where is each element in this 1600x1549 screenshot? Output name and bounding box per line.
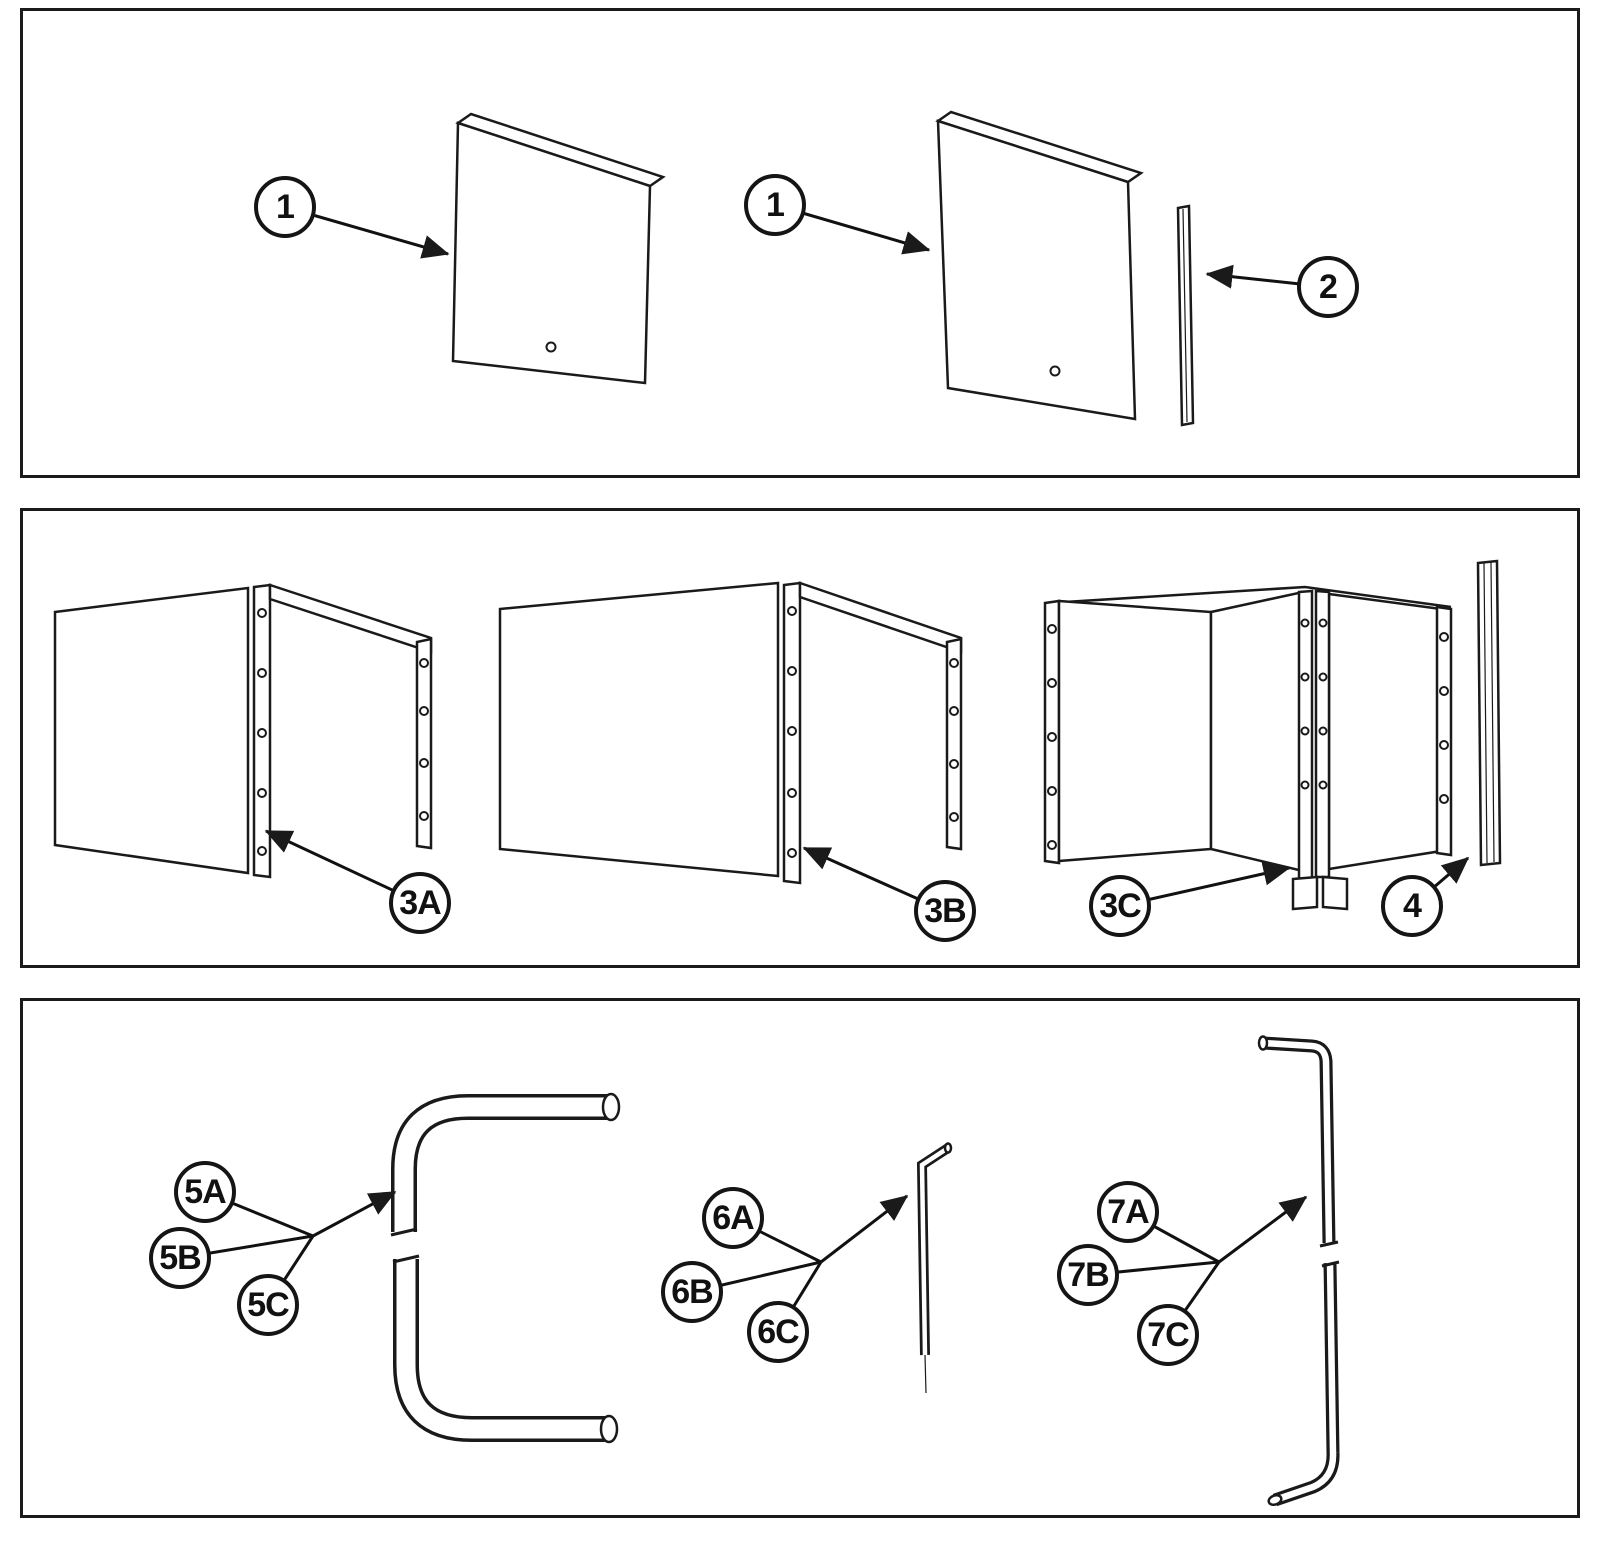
glass-sheet-right [935, 110, 1144, 421]
callout-7a: 7A [1097, 1181, 1159, 1243]
callout-4: 4 [1381, 875, 1443, 937]
callout-5b: 5B [149, 1227, 211, 1289]
callout-2: 2 [1297, 256, 1359, 318]
corner-unit-c [1043, 585, 1453, 911]
side-panel-unit-b [498, 581, 963, 885]
callout-6c: 6C [747, 1301, 809, 1363]
panel2-drawing [53, 559, 1502, 913]
rod-7 [1257, 1035, 1340, 1507]
callout-5c: 5C [237, 1274, 299, 1336]
handle-tube-5 [390, 1092, 621, 1444]
trim-strip [1176, 204, 1195, 427]
callout-5a: 5A [174, 1161, 236, 1223]
callout-6b: 6B [661, 1261, 723, 1323]
channel-strip-4 [1476, 559, 1502, 867]
callout-arrows-p1 [284, 203, 1329, 289]
rod-6 [916, 1142, 953, 1394]
side-panel-unit-a [53, 583, 433, 879]
callout-1-left: 1 [254, 176, 316, 238]
panel-sheets: 1 1 2 [20, 8, 1580, 478]
panel3-drawing [179, 1035, 1340, 1507]
callout-3a: 3A [389, 872, 451, 934]
panel-enclosures: 3A 3B 3C 4 [20, 508, 1580, 968]
panel1-drawing [284, 110, 1329, 427]
glass-sheet-left [451, 112, 666, 385]
callout-7c: 7C [1137, 1304, 1199, 1366]
callout-1-right: 1 [744, 174, 806, 236]
panel-tubes: 5A 5B 5C 6A 6B 6C 7A 7B 7C [20, 998, 1580, 1518]
callout-7b: 7B [1057, 1244, 1119, 1306]
callout-3b: 3B [914, 880, 976, 942]
callout-3c: 3C [1089, 875, 1151, 937]
callout-6a: 6A [702, 1187, 764, 1249]
